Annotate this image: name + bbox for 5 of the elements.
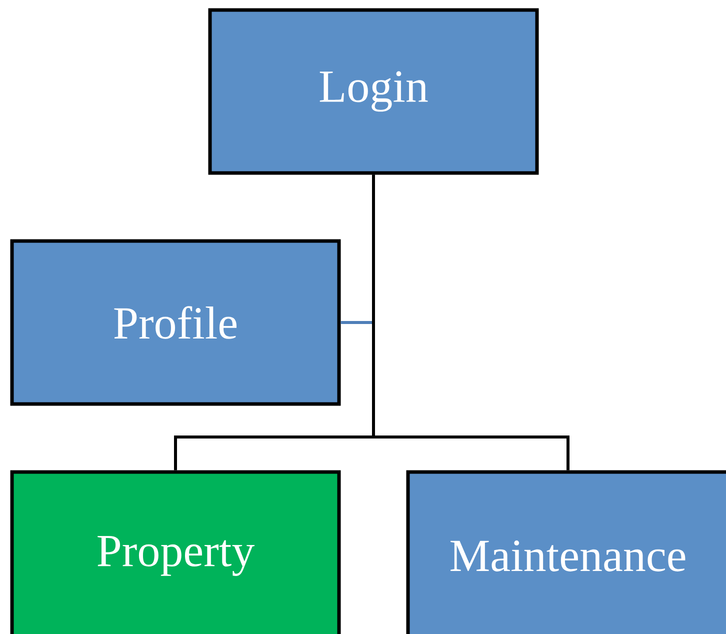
connector-line	[372, 174, 570, 470]
process-box: Property	[10, 470, 341, 634]
process-box: Profile	[10, 239, 341, 406]
process-box: Login	[208, 8, 539, 175]
process-box: Maintenance	[406, 470, 726, 634]
